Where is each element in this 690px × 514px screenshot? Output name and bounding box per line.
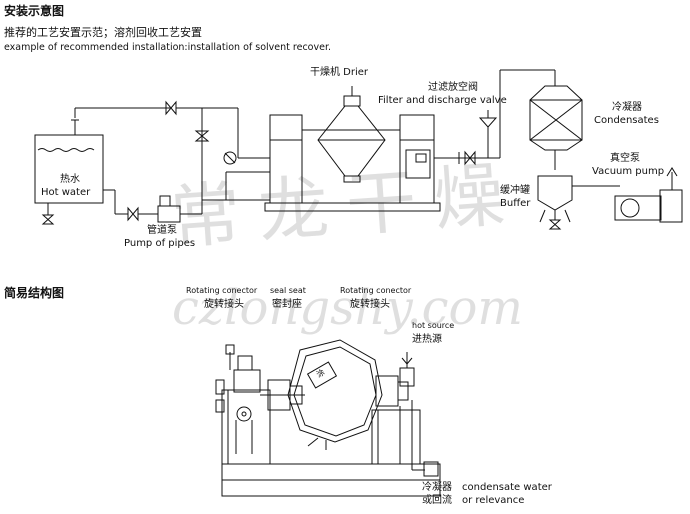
hotwater-label-cn: 热水	[60, 174, 80, 185]
cond-cn-1: 冷凝器	[422, 482, 452, 493]
heat-en: hot source	[412, 321, 455, 330]
seal-en: seal seat	[270, 286, 306, 295]
rot-left-cn: 旋转接头	[204, 299, 244, 310]
heat-cn: 进热源	[412, 334, 442, 345]
page-title: 安装示意图	[4, 4, 65, 18]
drier-label: 干燥机 Drier	[310, 67, 369, 78]
cond-cn-2: 或回流	[422, 495, 452, 506]
condenser-label-cn: 冷凝器	[612, 102, 642, 113]
buffer-label-en: Buffer	[500, 198, 531, 209]
subtitle-cn: 推荐的工艺安置示范；溶剂回收工艺安置	[4, 26, 202, 39]
cond-en-1: condensate water	[462, 482, 552, 493]
pump-label-en: Pump of pipes	[124, 238, 196, 249]
buffer-label-cn: 缓冲罐	[500, 185, 530, 196]
pump-label-cn: 管道泵	[147, 225, 177, 236]
rot-left-en: Rotating conector	[186, 286, 258, 295]
structure-title: 简易结构图	[4, 286, 65, 300]
condenser-label-en: Condensates	[594, 115, 659, 126]
vacuum-label-cn: 真空泵	[610, 153, 640, 164]
rot-right-en: Rotating conector	[340, 286, 412, 295]
cond-en-2: or relevance	[462, 495, 525, 506]
rot-right-cn: 旋转接头	[350, 299, 390, 310]
seal-cn: 密封座	[272, 299, 302, 310]
watermark-en: czlongshy.com	[172, 280, 523, 336]
vacuum-label-en: Vacuum pump	[592, 166, 665, 177]
hotwater-label-en: Hot water	[41, 187, 91, 198]
subtitle-en: example of recommended installation:inst…	[4, 42, 331, 53]
valve-label-en: Filter and discharge valve	[378, 95, 507, 106]
valve-label-cn: 过滤放空阀	[428, 82, 478, 93]
